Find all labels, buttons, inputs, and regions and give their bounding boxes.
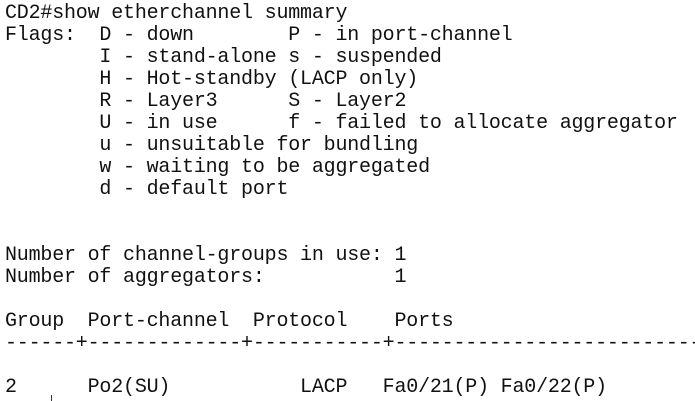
flags-line-hot-standby: H - Hot-standby (LACP only)	[5, 68, 419, 91]
text-cursor	[51, 395, 52, 401]
flags-line-in-use: U - in use f - failed to allocate aggreg…	[5, 112, 678, 135]
table-row: 2 Po2(SU) LACP Fa0/21(P) Fa0/22(P)	[5, 376, 607, 399]
blank-line	[5, 355, 695, 377]
flags-line-layer3: R - Layer3 S - Layer2	[5, 90, 407, 113]
table-separator: ------+-------------+-----------+-------…	[5, 332, 695, 355]
terminal-output: CD2#show etherchannel summary Flags: D -…	[5, 3, 695, 401]
blank-line	[5, 223, 695, 245]
blank-line	[5, 289, 695, 311]
blank-line	[5, 201, 695, 223]
table-header: Group Port-channel Protocol Ports	[5, 310, 454, 333]
channel-groups-count: Number of channel-groups in use: 1	[5, 244, 407, 267]
flags-line-stand-alone: I - stand-alone s - suspended	[5, 46, 442, 69]
command-prompt-line: CD2#show etherchannel summary	[5, 3, 348, 25]
aggregators-count: Number of aggregators: 1	[5, 266, 407, 289]
flags-line-down: Flags: D - down P - in port-channel	[5, 24, 513, 47]
flags-line-unsuitable: u - unsuitable for bundling	[5, 134, 419, 157]
flags-line-default-port: d - default port	[5, 178, 289, 201]
flags-line-waiting: w - waiting to be aggregated	[5, 156, 430, 179]
